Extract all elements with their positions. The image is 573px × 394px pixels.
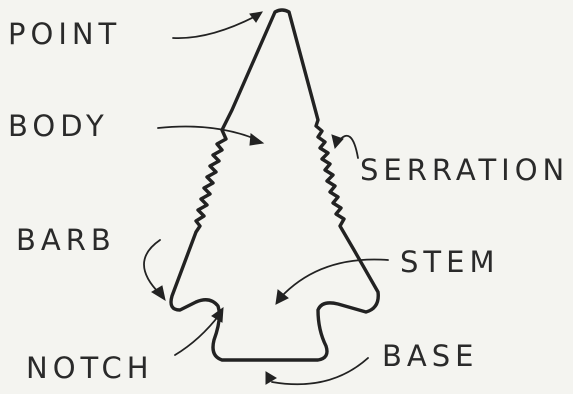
arrow-body	[158, 127, 258, 141]
arrowhead-body	[250, 134, 263, 145]
arrow-point	[173, 15, 258, 38]
arrowhead-serration	[332, 135, 343, 148]
label-base: BASE	[382, 339, 478, 373]
label-barb: BARB	[16, 223, 116, 257]
arrowhead-point	[250, 12, 262, 22]
label-notch: NOTCH	[26, 351, 154, 385]
label-body: BODY	[8, 109, 109, 143]
label-stem: STEM	[400, 245, 499, 279]
label-point: POINT	[8, 17, 121, 51]
arrow-base	[272, 358, 368, 384]
arrow-barb	[144, 240, 160, 294]
label-serration: SERRATION	[360, 153, 569, 187]
arrowhead-outline	[171, 10, 378, 360]
